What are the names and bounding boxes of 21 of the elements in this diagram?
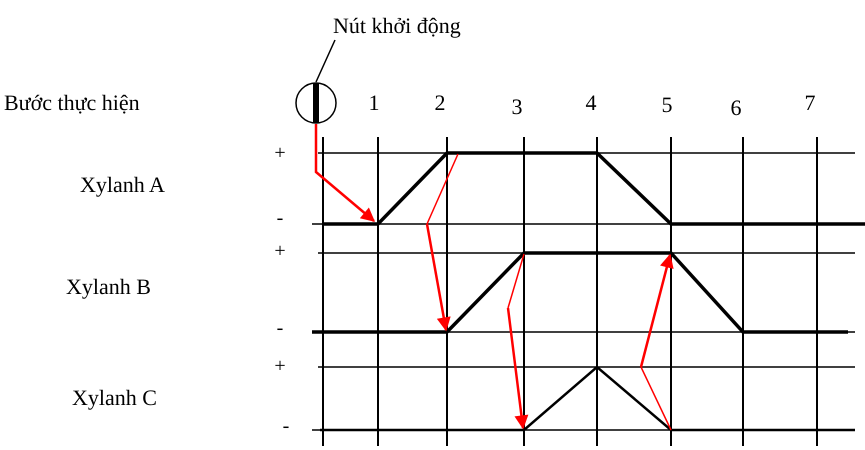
position-sign: + <box>274 142 286 164</box>
position-sign: + <box>274 355 286 377</box>
row-label: Xylanh B <box>66 274 151 299</box>
position-sign: - <box>276 317 284 339</box>
step-number: 6 <box>730 95 742 120</box>
row-label: Xylanh A <box>80 172 165 197</box>
position-sign: + <box>274 240 286 262</box>
step-number: 1 <box>368 90 380 115</box>
step-number: 2 <box>434 90 446 115</box>
signal-arrow <box>314 124 376 222</box>
step-number: 4 <box>586 90 596 115</box>
row-label: Xylanh C <box>72 385 157 410</box>
leader-line <box>315 40 336 82</box>
start-button-symbol <box>295 82 337 124</box>
step-number: 7 <box>804 90 816 115</box>
position-sign: - <box>282 415 290 437</box>
step-number: 3 <box>512 94 522 119</box>
button-caption: Nút khởi động <box>333 10 513 42</box>
step-number: 5 <box>662 92 672 117</box>
position-sign: - <box>276 207 284 229</box>
row-label: Bước thực hiện <box>4 90 140 115</box>
